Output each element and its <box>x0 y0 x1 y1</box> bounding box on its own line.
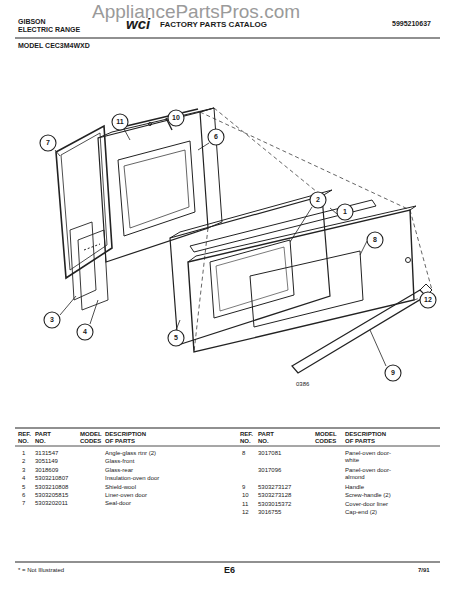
table-header: DESCRIPTION OF PARTS <box>345 431 395 445</box>
ref-number: 8 <box>242 450 245 457</box>
product-type: ELECTRIC RANGE <box>18 26 80 34</box>
part-number: 3131547 <box>35 450 58 457</box>
ref-number: 11 <box>242 501 248 508</box>
ref-number: 5 <box>22 484 25 491</box>
catalog-title: FACTORY PARTS CATALOG <box>160 20 267 30</box>
part-description: Cap-end (2) <box>345 509 403 516</box>
part-number: 3017081 <box>258 450 281 457</box>
callout-number: 10 <box>172 114 180 122</box>
callout-number: 11 <box>116 118 123 126</box>
figure-code: 0386 <box>296 381 309 388</box>
date-code: 7/91 <box>418 567 430 574</box>
callout-number: 2 <box>316 196 320 204</box>
part-description: Panel-oven door-white <box>345 450 403 464</box>
part-number: 5303015372 <box>258 501 291 508</box>
part-description: Shield-wool <box>105 484 136 491</box>
callout-number: 7 <box>46 139 50 147</box>
page-number: E6 <box>224 565 235 576</box>
part-number: 5303273127 <box>258 484 291 491</box>
ref-number: 4 <box>22 475 25 482</box>
callout-number: 1 <box>343 208 347 216</box>
part-number: 5303205815 <box>35 492 68 499</box>
logo-text: wci <box>126 15 150 33</box>
ref-number: 3 <box>22 467 25 474</box>
ref-number: 10 <box>242 492 249 499</box>
part-number: 3017096 <box>258 467 281 474</box>
part-description: Liner-oven door <box>105 492 147 499</box>
footnote: * = Not Illustrated <box>18 567 64 574</box>
model-number: MODEL CEC3M4WXD <box>18 42 90 50</box>
ref-number: 2 <box>22 458 25 465</box>
part-number: 5303273128 <box>258 492 291 499</box>
table-header: REF. NO. <box>240 431 260 445</box>
table-header: PART NO. <box>35 431 63 445</box>
part-description: Panel-oven door-almond <box>345 467 403 481</box>
table-header: MODEL CODES <box>80 431 108 445</box>
callout-number: 8 <box>373 236 377 244</box>
part-number: 5303210807 <box>35 475 68 482</box>
part-number: 5303210808 <box>35 484 68 491</box>
part-number: 3018609 <box>35 467 58 474</box>
part-description: Insulation-oven door <box>105 475 159 482</box>
ref-number: 9 <box>242 484 245 491</box>
part-description: Seal-door <box>105 500 131 507</box>
table-header: DESCRIPTION OF PARTS <box>105 431 155 445</box>
part-description: Screw-handle (2) <box>345 492 403 499</box>
ref-number: 7 <box>22 500 25 507</box>
callout-number: 12 <box>424 296 432 304</box>
callout-number: 3 <box>50 316 54 324</box>
callout-number: 5 <box>174 334 178 342</box>
ref-number: 1 <box>22 450 25 457</box>
ref-number: 6 <box>22 492 25 499</box>
brand: GIBSON <box>18 18 46 26</box>
part-description: Glass-front <box>105 458 134 465</box>
part-number: 3016755 <box>258 509 281 516</box>
table-header: MODEL CODES <box>315 431 343 445</box>
part-description: Angle-glass rtnr (2) <box>105 450 156 457</box>
part-description: Glass-rear <box>105 467 133 474</box>
table-header: PART NO. <box>258 431 286 445</box>
callout-number: 9 <box>391 369 395 377</box>
part-number: 3051149 <box>35 458 58 465</box>
catalog-number: 5995210637 <box>392 20 431 28</box>
part-description: Handle <box>345 484 403 491</box>
ref-number: 12 <box>242 509 249 516</box>
callout-number: 4 <box>83 328 87 336</box>
part-description: Cover-door liner <box>345 501 403 508</box>
callout-number: 6 <box>214 133 218 141</box>
part-number: 5303202011 <box>35 500 68 507</box>
